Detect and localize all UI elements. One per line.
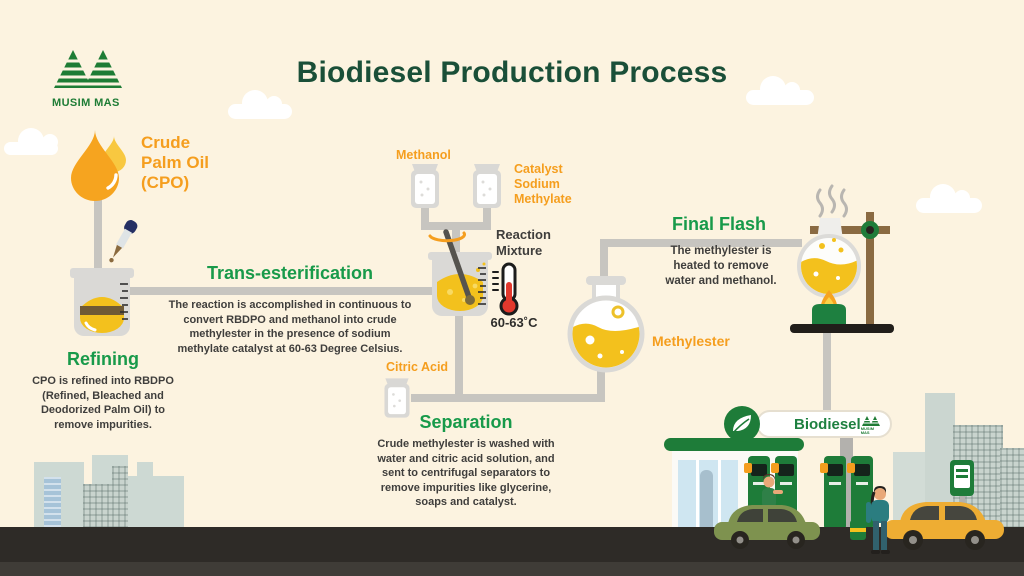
catalyst-container-icon <box>468 162 506 215</box>
step-desc-final-flash: The methylester is heated to remove wate… <box>665 245 777 288</box>
refining-beaker-icon <box>64 266 140 347</box>
musim-mas-logo-icon <box>860 415 881 426</box>
price-display-screen <box>954 465 970 488</box>
reaction-beaker-icon <box>420 224 500 329</box>
pump-nozzle <box>820 463 828 473</box>
burner-icon <box>812 304 846 324</box>
jerry-can <box>850 520 866 540</box>
page-title: Biodiesel Production Process <box>296 56 728 89</box>
window-divider <box>718 460 721 530</box>
pipe-methylester-up <box>600 241 608 287</box>
pump-screen <box>827 464 843 476</box>
citric-acid-label: Citric Acid <box>386 360 449 374</box>
window-divider <box>696 460 699 530</box>
pump-screen <box>751 464 767 476</box>
methanol-label: Methanol <box>396 148 451 162</box>
sign-brand-name: MUSIM MAS <box>860 425 875 435</box>
citric-acid-container-icon <box>380 376 414 425</box>
pipe-refining-to-reactor <box>128 287 438 295</box>
building <box>128 476 184 533</box>
leaf-icon <box>733 415 751 431</box>
cloud <box>916 184 982 213</box>
station-canopy <box>664 438 804 451</box>
pipe-cpo-to-refining <box>94 196 102 286</box>
biodiesel-sign: Biodiesel MUSIM MAS <box>756 410 892 438</box>
sign-mini-logo: MUSIM MAS <box>861 414 883 435</box>
pump-screen <box>778 464 794 476</box>
step-title-refining: Refining <box>67 349 139 369</box>
road-edge <box>0 562 1024 576</box>
leaf-badge <box>724 406 760 447</box>
cpo-label: Crude Palm Oil (CPO) <box>141 133 210 193</box>
catalyst-label: Catalyst Sodium Methylate <box>514 162 572 206</box>
reaction-mixture-label: Reaction Mixture <box>496 227 551 259</box>
building <box>137 462 153 477</box>
cloud <box>228 90 292 119</box>
building <box>44 477 61 533</box>
methanol-container-icon <box>406 162 444 215</box>
cloud <box>4 128 58 155</box>
building <box>1000 448 1024 532</box>
attendant-person <box>757 474 783 523</box>
pipe-final-flash-down <box>823 330 831 414</box>
biodiesel-sign-label: Biodiesel <box>794 415 861 433</box>
brand-logo: MUSIM MAS <box>52 46 136 109</box>
step-title-separation: Separation <box>419 412 513 432</box>
pipe-to-final-flash <box>600 239 802 247</box>
dropper-icon <box>102 216 146 277</box>
fuel-pump <box>824 456 846 528</box>
pump-screen <box>854 464 870 476</box>
pipe-catalyst-feed <box>483 206 491 230</box>
thermometer-icon <box>490 262 522 321</box>
methylester-flask-icon <box>564 274 648 379</box>
cpo-droplet-icon <box>68 128 132 207</box>
pipe-separation-line <box>411 394 605 402</box>
customer-person <box>864 486 896 567</box>
pump-slot <box>856 482 868 485</box>
step-title-trans-esterification: Trans-esterification <box>206 263 374 283</box>
musim-mas-logo-icon <box>52 50 124 88</box>
pump-slot <box>829 482 841 485</box>
price-display <box>950 460 974 496</box>
pipe-into-methylester <box>597 364 605 402</box>
steam-icon <box>816 184 848 218</box>
building <box>83 484 113 533</box>
pump-nozzle <box>847 463 855 473</box>
final-flash-apparatus-icon <box>786 182 902 347</box>
pump-slot <box>780 482 792 485</box>
methylester-label: Methylester <box>652 333 730 349</box>
person-silhouette <box>700 470 713 530</box>
pump-nozzle <box>771 463 779 473</box>
pipe-methanol-feed <box>421 206 429 230</box>
pump-nozzle <box>744 463 752 473</box>
pump-slot <box>753 482 765 485</box>
cloud <box>746 76 814 105</box>
orange-car <box>882 494 1006 555</box>
step-title-final-flash: Final Flash <box>671 214 767 234</box>
temperature-label: 60-63˚C <box>490 315 538 330</box>
brand-name: MUSIM MAS <box>52 97 120 109</box>
step-desc-refining: CPO is refined into RBDPO (Refined, Blea… <box>32 375 174 431</box>
step-desc-separation: Crude methylester is washed with water a… <box>377 438 555 509</box>
building <box>112 466 128 533</box>
pipe-reactor-down <box>455 314 463 402</box>
step-desc-trans-esterification: The reaction is accomplished in continuo… <box>168 299 412 355</box>
green-car <box>712 498 822 555</box>
